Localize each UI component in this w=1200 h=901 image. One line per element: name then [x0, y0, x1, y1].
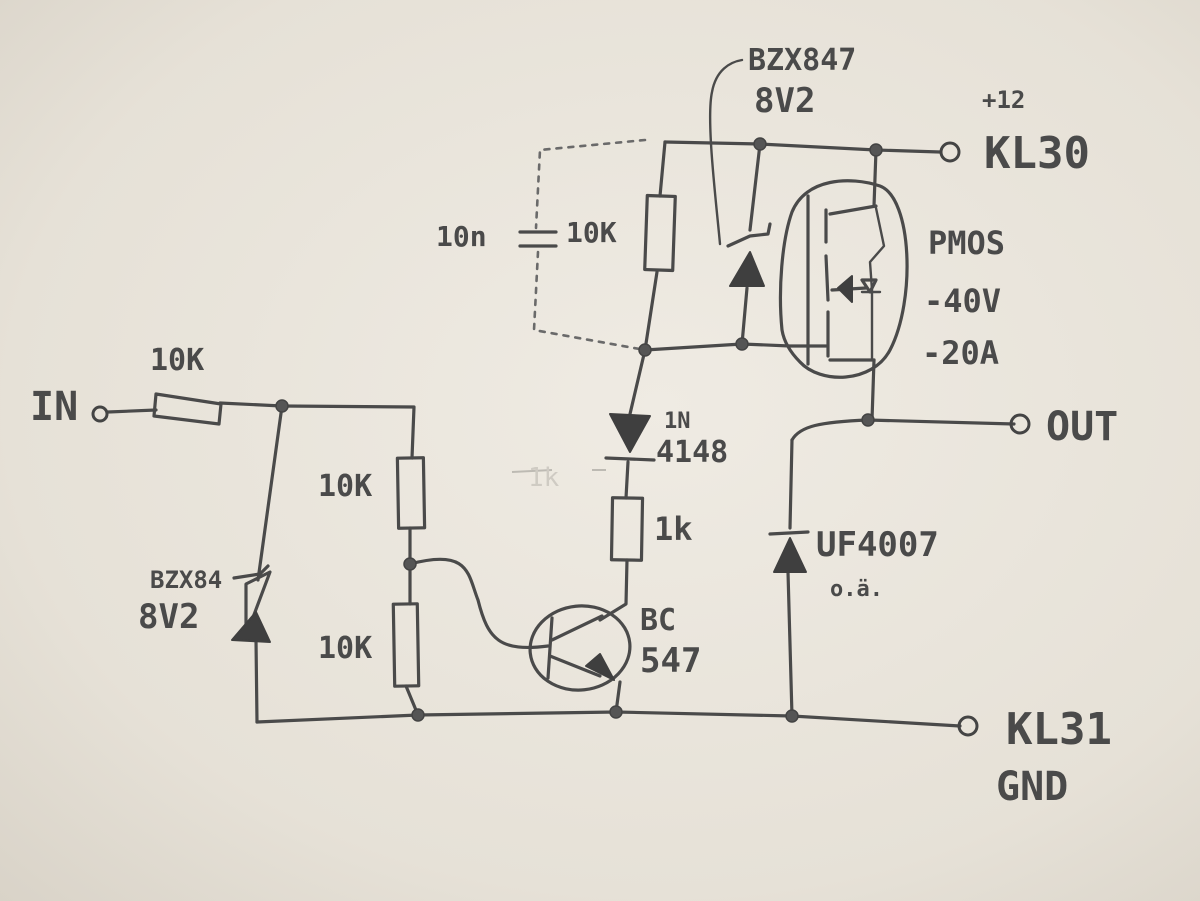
zener-input-symbol [231, 564, 272, 643]
diode-freewheel-symbol [768, 530, 810, 573]
resistor-collector [609, 496, 645, 562]
zener-gate-symbol [708, 58, 772, 287]
label-supply: KL30 [984, 128, 1090, 179]
wire-base [408, 557, 550, 650]
wire-input [106, 408, 158, 414]
wire-res-diode [624, 460, 630, 500]
label-input: IN [30, 384, 78, 430]
terminal-input [91, 405, 109, 423]
wire-input-node [218, 401, 284, 408]
wire-divider-top [280, 404, 416, 460]
label-r-div-bottom: 10K [318, 631, 372, 666]
label-zener-gate-type: BZX847 [748, 43, 856, 78]
resistor-gate [643, 193, 677, 273]
label-transistor-type: BC [640, 603, 676, 638]
node-ground-divider [411, 708, 425, 722]
node-gate [638, 343, 652, 357]
wire-freewheel-top [788, 438, 794, 530]
label-r-gate: 10K [566, 216, 617, 249]
wire-gate-zener-low [740, 286, 749, 346]
resistor-divider-bottom [391, 602, 421, 688]
node-input [275, 399, 289, 413]
node-ground-diode [785, 709, 799, 723]
node-top-zener [753, 137, 767, 151]
wire-zener-input-low [254, 638, 259, 724]
wire-zener-input [256, 404, 284, 582]
label-zener-gate-voltage: 8V2 [754, 81, 815, 121]
resistor-divider-top [395, 456, 427, 530]
node-gate-zener [735, 337, 749, 351]
wire-gate-res-low [643, 270, 659, 352]
wire-gate-res-high [658, 140, 667, 198]
label-output: OUT [1046, 404, 1118, 450]
transistor-symbol [528, 604, 632, 692]
terminal-output [1009, 413, 1031, 435]
node-divider-mid [403, 557, 417, 571]
label-r-input: 10K [150, 343, 204, 378]
label-cap-gate: 10n [436, 220, 487, 253]
label-ground: KL31 [1006, 704, 1112, 755]
label-supply-voltage: +12 [982, 86, 1025, 114]
label-mosfet-id: -20A [922, 334, 999, 372]
faint-label: 1k [528, 463, 560, 493]
wire-collector [598, 558, 629, 622]
label-diode-series-type: 1N [664, 409, 691, 434]
label-diode-series-num: 4148 [656, 435, 728, 470]
node-ground-emitter [609, 705, 623, 719]
label-mosfet-type: PMOS [928, 224, 1005, 262]
label-freewheel-diode: UF4007 [816, 525, 939, 565]
wire-mosfet-drain [870, 358, 876, 422]
label-ground-alt: GND [996, 764, 1068, 810]
mosfet-symbol [778, 179, 909, 379]
label-r-collector: 1k [654, 510, 693, 548]
terminal-ground [957, 715, 979, 737]
label-r-div-top: 10K [318, 469, 372, 504]
wire-output [790, 418, 1016, 442]
wire-cap-dashed [532, 138, 647, 352]
label-transistor-num: 547 [640, 641, 701, 681]
node-top-source [869, 143, 883, 157]
label-mosfet-vds: -40V [924, 282, 1001, 320]
capacitor-gate-symbol [518, 230, 558, 248]
terminal-supply [939, 141, 961, 163]
diode-series-symbol [604, 413, 656, 462]
wire-freewheel-low [786, 570, 794, 718]
wire-diode-gate [628, 348, 647, 416]
wire-top-rail [663, 140, 942, 154]
node-output [861, 413, 875, 427]
resistor-input [152, 392, 223, 426]
wire-ground-bus [255, 710, 962, 728]
label-zener-input-type: BZX84 [150, 566, 222, 594]
wire-gate-zener-top [748, 142, 762, 232]
faint-erased-resistor: 1k [511, 463, 606, 493]
label-zener-input-voltage: 8V2 [138, 597, 199, 637]
wire-mosfet-source [872, 148, 878, 208]
label-freewheel-note: o.ä. [830, 577, 883, 602]
